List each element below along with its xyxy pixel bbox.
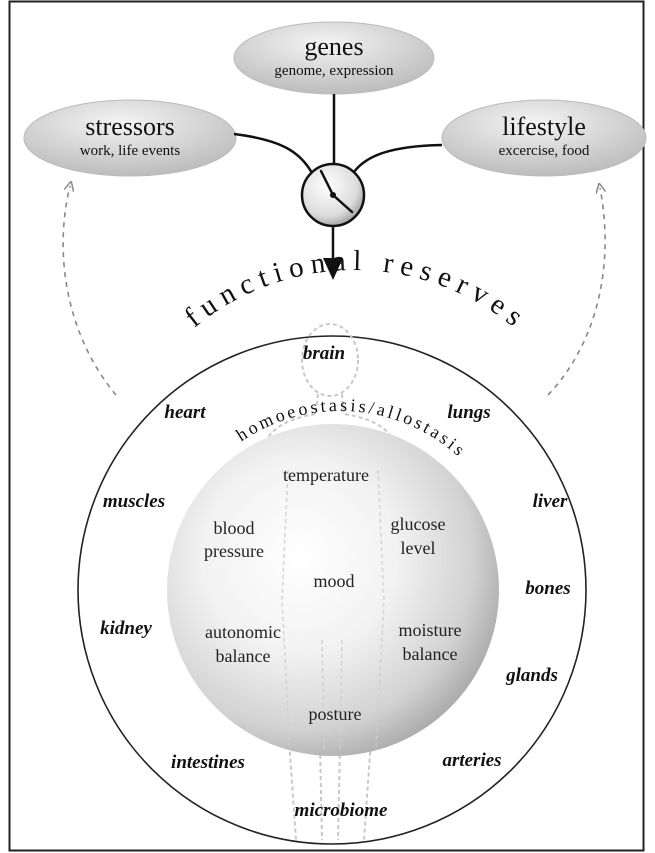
organ-heart: heart [164, 402, 206, 423]
input-connectors [234, 94, 442, 173]
organ-brain: brain [303, 343, 345, 364]
lifestyle-connector [354, 145, 442, 172]
organ-intestines: intestines [171, 752, 245, 773]
organ-kidney: kidney [100, 618, 152, 639]
var-glucose-level-line1: glucose [391, 514, 446, 534]
genes-title: genes [304, 32, 363, 61]
var-blood-pressure-line2: pressure [204, 541, 264, 561]
clock-icon [302, 164, 364, 226]
stressors-connector [234, 134, 312, 173]
organ-muscles: muscles [103, 491, 165, 512]
var-autonomic-balance-line1: autonomic [205, 622, 281, 642]
feedback-arrow-stressors [63, 186, 116, 395]
var-blood-pressure-line1: blood [213, 518, 254, 538]
functional-reserves-label: functional reserves [179, 245, 535, 337]
organ-microbiome: microbiome [295, 800, 388, 821]
organ-lungs: lungs [447, 402, 490, 423]
var-mood: mood [313, 571, 354, 591]
var-moisture-balance-line1: moisture [399, 620, 462, 640]
var-posture: posture [309, 704, 362, 724]
genes-node: genes genome, expression [234, 22, 434, 94]
var-glucose-level-line2: level [401, 538, 436, 558]
organ-liver: liver [533, 491, 568, 512]
lifestyle-node: lifestyle excercise, food [442, 100, 646, 176]
genes-subtitle: genome, expression [274, 63, 394, 79]
var-temperature: temperature [283, 465, 369, 485]
organ-arteries: arteries [442, 750, 501, 771]
stressors-subtitle: work, life events [80, 143, 181, 159]
stressors-title: stressors [85, 112, 175, 141]
var-autonomic-balance-line2: balance [216, 646, 271, 666]
lifestyle-subtitle: excercise, food [499, 143, 590, 159]
feedback-arrow-lifestyle [548, 188, 605, 395]
var-moisture-balance-line2: balance [403, 644, 458, 664]
stressors-node: stressors work, life events [24, 100, 236, 176]
organ-glands: glands [505, 665, 558, 686]
organ-bones: bones [525, 578, 570, 599]
lifestyle-title: lifestyle [502, 112, 586, 141]
